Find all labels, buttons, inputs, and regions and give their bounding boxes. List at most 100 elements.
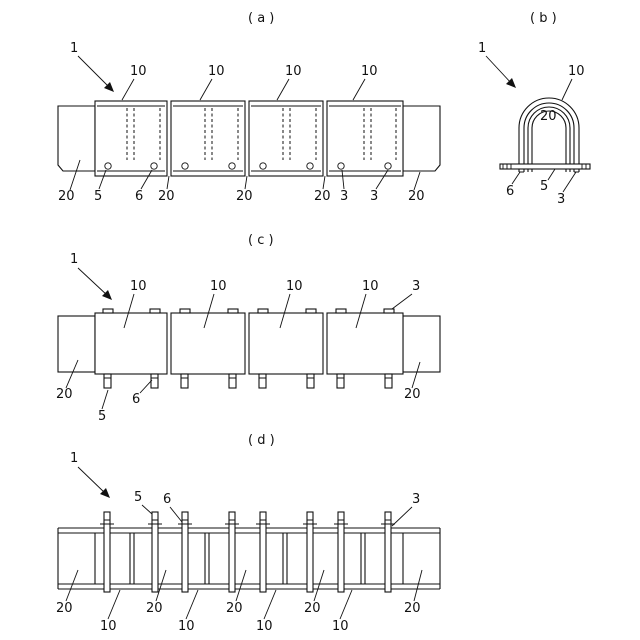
leader-c-pipe-right [412,362,420,388]
panel-b: ( b ) 1 10 20 6 5 3 [478,11,590,207]
nut-a-8 [385,163,391,169]
label-a-clamp3: 10 [285,64,302,79]
leader-d-pipe3 [236,570,246,601]
label-a-pipe-right: 20 [408,189,425,204]
caption-a: ( a ) [248,11,274,26]
leader-d-clamp2 [186,590,198,619]
arrow-c-assembly [78,268,108,296]
leader-a-pipe-right [414,172,420,190]
label-a-pipe-j3: 20 [314,189,331,204]
label-c-pipe-left: 20 [56,387,73,402]
caption-b: ( b ) [530,11,557,26]
label-c-bolt: 5 [98,409,106,424]
panel-a: ( a ) 1 [58,11,440,204]
label-d-clamp2: 10 [178,619,195,634]
nut-a-4 [229,163,235,169]
label-d-plate: 3 [412,492,420,507]
leader-d-pipe5 [414,570,422,601]
label-d-pipe3: 20 [226,601,243,616]
leader-b-clamp [562,79,572,100]
joints-d [95,533,403,584]
label-c-assembly: 1 [70,252,78,267]
rail-d [58,528,440,589]
nut-a-2 [151,163,157,169]
label-d-bolt: 5 [134,490,142,505]
label-b-plate: 3 [557,192,565,207]
label-a-nut: 6 [135,189,143,204]
leader-d-pipe4 [314,570,324,601]
label-d-clamp3: 10 [256,619,273,634]
label-b-clamp: 10 [568,64,585,79]
leader-c-bolt [102,390,108,409]
label-d-pipe1: 20 [56,601,73,616]
label-d-nut: 6 [163,492,171,507]
label-a-pipe-left: 20 [58,189,75,204]
plates-c-top [103,309,394,313]
label-c-pipe-right: 20 [404,387,421,402]
clamp-c-4 [327,313,403,374]
arrow-a-assembly [78,56,110,88]
label-b-pipe: 20 [540,109,557,124]
leader-b-plate [563,172,576,192]
label-a-bolt: 5 [94,189,102,204]
label-b-nut: 6 [506,184,514,199]
label-c-clamp1: 10 [130,279,147,294]
nut-a-7 [338,163,344,169]
leader-a-pipe-j2 [245,176,247,189]
nut-a-3 [182,163,188,169]
leader-c-plate [392,294,412,309]
label-d-clamp1: 10 [100,619,117,634]
label-c-clamp4: 10 [362,279,379,294]
nut-a-1 [105,163,111,169]
leader-c-pipe-left [66,360,78,388]
label-c-clamp2: 10 [210,279,227,294]
leader-a-pipe-j1 [167,176,169,189]
label-c-clamp3: 10 [286,279,303,294]
nut-a-5 [260,163,266,169]
panel-d: ( d ) 1 [56,433,440,634]
caption-c: ( c ) [248,233,274,248]
label-a-pipe-j2: 20 [236,189,253,204]
leader-d-plate [392,507,412,526]
leader-d-clamp3 [264,590,276,619]
leader-d-pipe1 [66,570,78,601]
label-d-pipe4: 20 [304,601,321,616]
nut-a-6 [307,163,313,169]
pipe-a-right [403,106,440,171]
leader-a-clamp2 [200,79,212,100]
label-d-pipe5: 20 [404,601,421,616]
label-a-clamp2: 10 [208,64,225,79]
label-a-clamp4: 10 [361,64,378,79]
leader-d-nut [170,507,182,522]
leader-a-clamp3 [277,79,289,100]
leader-d-clamp4 [340,590,352,619]
bolt-b [500,164,590,169]
caption-d: ( d ) [248,433,275,448]
bolts-d [100,512,395,592]
label-c-nut: 6 [132,392,140,407]
label-b-bolt: 5 [540,179,548,194]
clamp-c-2 [171,313,245,374]
label-a-clamp1: 10 [130,64,147,79]
leader-b-nut [512,172,520,184]
clamp-c-3 [249,313,323,374]
panel-c: ( c ) 1 10 10 1 [56,233,440,424]
leader-a-clamp4 [353,79,365,100]
leader-d-bolt [142,505,152,514]
label-d-assembly: 1 [70,451,78,466]
clamp-c-1 [95,313,167,374]
arrow-d-assembly [78,467,106,494]
leader-a-pipe-left [70,160,80,190]
pipe-c-right [403,316,440,372]
leader-b-bolt [548,169,555,180]
label-a-assembly: 1 [70,41,78,56]
arrow-b-assembly [486,56,512,84]
label-a-pipe-j1: 20 [158,189,175,204]
leader-c-nut [140,380,152,393]
label-b-assembly: 1 [478,41,486,56]
label-a-plate2: 3 [370,189,378,204]
leader-a-clamp1 [122,79,134,100]
pipe-a-left [58,106,95,171]
label-d-pipe2: 20 [146,601,163,616]
label-a-plate1: 3 [340,189,348,204]
